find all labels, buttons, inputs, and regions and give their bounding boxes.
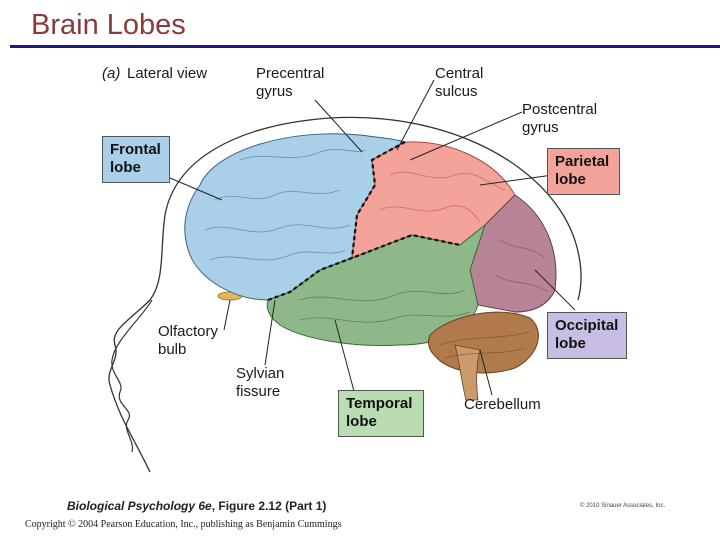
- central-line-1: Central: [435, 65, 484, 82]
- precentral-gyrus-label: Precentral gyrus: [256, 65, 324, 101]
- postcentral-gyrus-label: Postcentral gyrus: [522, 101, 597, 137]
- cerebellum-label: Cerebellum: [464, 396, 541, 413]
- slide-title: Brain Lobes: [31, 9, 186, 41]
- caption-book-title: Biological Psychology 6e: [67, 499, 212, 513]
- head-outline: [108, 116, 582, 473]
- view-label: Lateral view: [127, 65, 208, 82]
- title-divider: [10, 45, 720, 48]
- parietal-lobe-box: Parietal lobe: [547, 148, 620, 195]
- gyri-texture: [204, 149, 549, 359]
- frontal-line-1: Frontal: [110, 141, 161, 158]
- olfactory-line-1: Olfactory: [158, 323, 219, 340]
- occipital-lobe-box: Occipital lobe: [547, 312, 627, 359]
- copyright-notice: Copyright © 2004 Pearson Education, Inc.…: [25, 519, 342, 530]
- temporal-line-2: lobe: [346, 413, 377, 430]
- cerebellum-region: [428, 311, 539, 374]
- frontal-line-2: lobe: [110, 159, 141, 176]
- sylvian-line-1: Sylvian: [236, 365, 285, 382]
- precentral-line-1: Precentral: [256, 65, 325, 82]
- parietal-line-1: Parietal: [555, 153, 610, 170]
- publisher-credit: © 2010 Sinauer Associates, Inc.: [580, 503, 666, 509]
- central-sulcus-line: [350, 141, 406, 259]
- sylvian-line-2: fissure: [236, 383, 281, 400]
- brain-stem: [454, 344, 481, 401]
- occipital-line-2: lobe: [555, 335, 586, 352]
- temporal-lobe-box: Temporal lobe: [338, 390, 424, 437]
- panel-label: (a): [102, 65, 121, 82]
- temporal-line-1: Temporal: [346, 395, 413, 412]
- central-sulcus-label: Central sulcus: [435, 65, 483, 101]
- occipital-line-1: Occipital: [555, 317, 619, 334]
- postcentral-line-1: Postcentral: [522, 101, 598, 118]
- olfactory-bulb-label: Olfactory bulb: [158, 323, 218, 359]
- central-line-2: sulcus: [435, 83, 478, 100]
- sylvian-fissure-label: Sylvian fissure: [236, 365, 284, 401]
- parietal-line-2: lobe: [555, 171, 586, 188]
- figure-caption: Biological Psychology 6e, Figure 2.12 (P…: [67, 499, 326, 513]
- precentral-line-2: gyrus: [256, 83, 293, 100]
- face-profile: [111, 299, 153, 453]
- postcentral-line-2: gyrus: [522, 119, 559, 136]
- leader-lines: [169, 79, 576, 396]
- frontal-lobe-box: Frontal lobe: [102, 136, 170, 183]
- olfactory-line-2: bulb: [158, 341, 187, 358]
- caption-figure-ref: , Figure 2.12 (Part 1): [211, 499, 327, 513]
- sylvian-fissure-line: [267, 233, 461, 302]
